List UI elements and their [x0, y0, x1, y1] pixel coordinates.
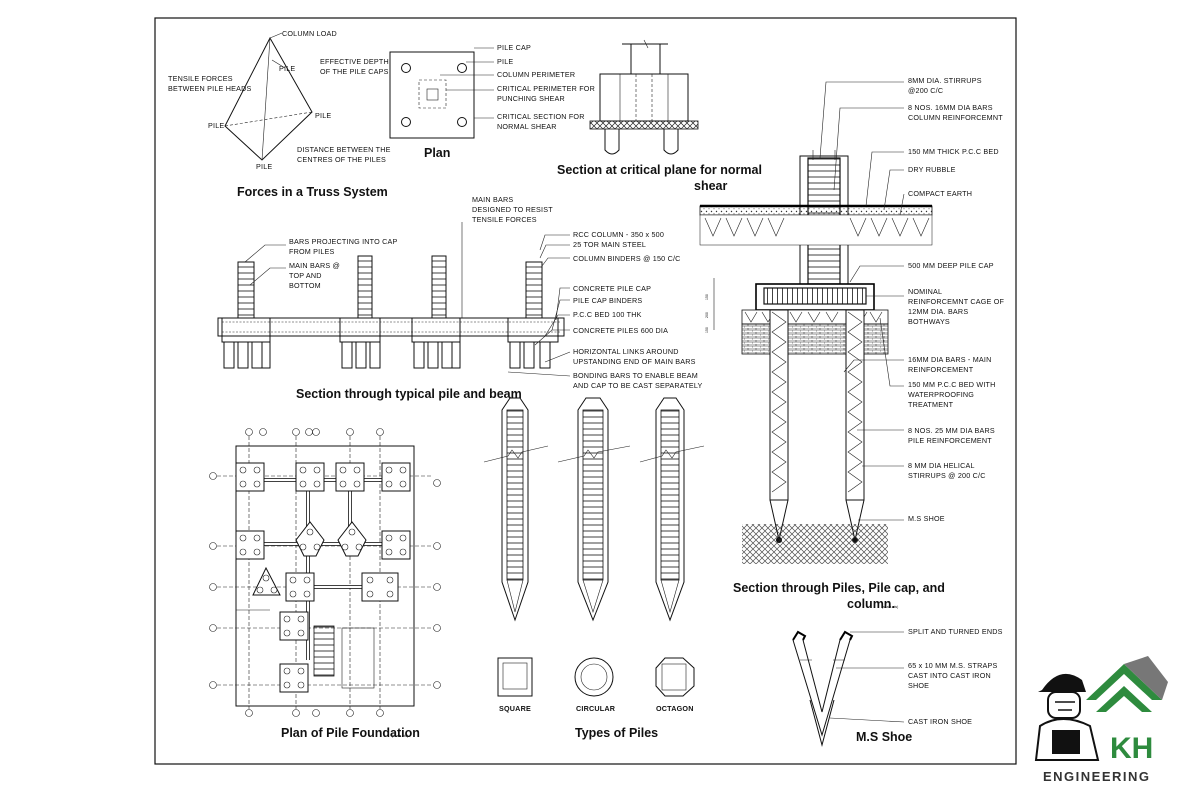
beam-label-tensile: TENSILE FORCES	[472, 215, 537, 224]
truss-label-tensile-2: BETWEEN PILE HEADS	[168, 84, 251, 93]
truss-title: Forces in a Truss System	[237, 185, 388, 199]
beam-label-main-bars: MAIN BARS @	[289, 261, 340, 270]
truss-label-pile-right: PILE	[315, 111, 331, 120]
beam-label-concrete-piles: CONCRETE PILES 600 DIA	[573, 326, 668, 335]
ms-shoe: SPLIT AND TURNED ENDS 65 x 10 MM M.S. ST…	[792, 627, 1003, 747]
ps-label-helical-cc: STIRRUPS @ 200 C/C	[908, 471, 986, 480]
ps-label-stirrups-cc: @200 C/C	[908, 86, 943, 95]
engineer-figure-icon	[1034, 673, 1100, 761]
ps-label-reinforcement: REINFORCEMENT	[908, 365, 974, 374]
beam-label-bars-projecting: BARS PROJECTING INTO CAP	[289, 237, 398, 246]
truss-label-column-load: COLUMN LOAD	[282, 29, 337, 38]
plan-label-punching: PUNCHING SHEAR	[497, 94, 565, 103]
beam-label-rcc-column: RCC COLUMN - 350 x 500	[573, 230, 664, 239]
ps-label-stirrups: 8MM DIA. STIRRUPS	[908, 76, 982, 85]
shoe-title: M.S Shoe	[856, 730, 912, 744]
plan-label-pile-cap: PILE CAP	[497, 43, 531, 52]
dim-150-b: 150	[705, 327, 709, 333]
ps-label-treatment: TREATMENT	[908, 400, 954, 409]
critical-title-2: shear	[694, 179, 727, 193]
beam-label-column-binders: COLUMN BINDERS @ 150 C/C	[573, 254, 681, 263]
ps-label-bothways: BOTHWAYS	[908, 317, 950, 326]
ps-label-column-reinf: COLUMN REINFORCEMNT	[908, 113, 1003, 122]
beam-label-top-and: TOP AND	[289, 271, 322, 280]
pile-type-square: SQUARE	[499, 704, 531, 713]
plan-label-critical-section: CRITICAL SECTION FOR	[497, 112, 585, 121]
truss-label-pile-top: PILE	[279, 64, 295, 73]
beam-label-from-piles: FROM PILES	[289, 247, 335, 256]
beam-label-designed: DESIGNED TO RESIST	[472, 205, 553, 214]
shoe-label-cast-into: CAST INTO CAST IRON	[908, 671, 991, 680]
pile-plan-scale: (scale-nts)	[392, 734, 408, 738]
pile-beam-section: BARS PROJECTING INTO CAP FROM PILES MAIN…	[217, 195, 703, 401]
pile-foundation-plan: Plan of Pile Foundation (scale-nts)	[209, 428, 441, 740]
ps-label-ms-shoe: M.S SHOE	[908, 514, 945, 523]
truss-label-distance-1: DISTANCE BETWEEN THE	[297, 145, 391, 154]
beam-label-pile-cap-binders: PILE CAP BINDERS	[573, 296, 642, 305]
ps-label-cage: REINFORCEMNT CAGE OF	[908, 297, 1005, 306]
truss-label-distance-2: CENTRES OF THE PILES	[297, 155, 386, 164]
sheet-border	[154, 17, 1017, 765]
ps-label-dry-rubble: DRY RUBBLE	[908, 165, 956, 174]
beam-label-bottom: BOTTOM	[289, 281, 321, 290]
shoe-label-shoe: SHOE	[908, 681, 929, 690]
shoe-label-straps: 65 x 10 MM M.S. STRAPS	[908, 661, 997, 670]
shoe-label-split: SPLIT AND TURNED ENDS	[908, 627, 1003, 636]
dim-150-a: 150	[705, 294, 709, 300]
pile-types: SQUARE CIRCULAR OCTAGON Types of Piles	[483, 397, 705, 740]
plan-label-column-perimeter: COLUMN PERIMETER	[497, 70, 575, 79]
plan-title: Plan	[424, 146, 450, 160]
beam-label-concrete-pile-cap: CONCRETE PILE CAP	[573, 284, 651, 293]
ps-label-helical: 8 MM DIA HELICAL	[908, 461, 975, 470]
pile-section-title-2: column.	[847, 597, 895, 611]
plan-label-normal-shear: NORMAL SHEAR	[497, 122, 557, 131]
beam-label-main-steel: 25 TOR MAIN STEEL	[573, 240, 646, 249]
critical-title-1: Section at critical plane for normal	[557, 163, 762, 177]
beam-label-pcc-bed: P.C.C BED 100 THK	[573, 310, 642, 319]
pile-types-title: Types of Piles	[575, 726, 658, 740]
truss-label-pile-bottom: PILE	[256, 162, 272, 171]
ps-label-16mm-bars: 8 NOS. 16MM DIA BARS	[908, 103, 993, 112]
plan-label-pile: PILE	[497, 57, 513, 66]
kh-engineering-logo: KH ENGINEERING	[1034, 656, 1168, 784]
pile-type-octagon: OCTAGON	[656, 704, 694, 713]
truss-label-depth-2: OF THE PILE CAPS	[320, 67, 389, 76]
ps-label-25mm: 8 NOS. 25 MM DIA BARS	[908, 426, 995, 435]
beam-section-title: Section through typical pile and beam	[296, 387, 522, 401]
pile-cap-column-section: 150 200 150 8MM DIA. STIRRUPS @200 C/C 8…	[699, 76, 1005, 611]
dim-200: 200	[705, 312, 709, 318]
truss-label-depth-1: EFFECTIVE DEPTH	[320, 57, 389, 66]
ps-label-500-cap: 500 MM DEEP PILE CAP	[908, 261, 994, 270]
pile-cap-plan: PILE CAP PILE COLUMN PERIMETER CRITICAL …	[389, 43, 595, 160]
beam-label-horizontal-links: HORIZONTAL LINKS AROUND	[573, 347, 679, 356]
ps-label-pcc-150: 150 MM THICK P.C.C BED	[908, 147, 999, 156]
plan-label-critical-perimeter: CRITICAL PERIMETER FOR	[497, 84, 595, 93]
ps-label-pcc-wp: 150 MM P.C.C BED WITH	[908, 380, 996, 389]
ps-label-pile-reinf: PILE REINFORCEMENT	[908, 436, 992, 445]
beam-label-upstanding: UPSTANDING END OF MAIN BARS	[573, 357, 696, 366]
critical-plane-section: Section at critical plane for normal she…	[557, 39, 762, 193]
truss-label-pile-left: PILE	[208, 121, 224, 130]
beam-label-cast-separately: AND CAP TO BE CAST SEPARATELY	[573, 381, 703, 390]
building-chevron-icon	[1086, 656, 1168, 712]
ps-label-compact-earth: COMPACT EARTH	[908, 189, 972, 198]
beam-label-main-bars-top: MAIN BARS	[472, 195, 513, 204]
ps-label-12mm: 12MM DIA. BARS	[908, 307, 968, 316]
pile-section-scale: (scale-nts)	[882, 605, 898, 609]
ps-label-waterproofing: WATERPROOFING	[908, 390, 974, 399]
pile-section-title-1: Section through Piles, Pile cap, and	[733, 581, 945, 595]
pile-type-circular: CIRCULAR	[576, 704, 616, 713]
ps-label-nominal: NOMINAL	[908, 287, 942, 296]
truss-label-tensile-1: TENSILE FORCES	[168, 74, 233, 83]
logo-word: ENGINEERING	[1043, 769, 1151, 784]
pile-plan-title: Plan of Pile Foundation	[281, 726, 420, 740]
ps-label-16mm-main: 16MM DIA BARS - MAIN	[908, 355, 991, 364]
truss-diagram: COLUMN LOAD TENSILE FORCES BETWEEN PILE …	[168, 29, 391, 199]
shoe-label-cast-iron: CAST IRON SHOE	[908, 717, 972, 726]
beam-label-bonding-bars: BONDING BARS TO ENABLE BEAM	[573, 371, 698, 380]
logo-initials: KH	[1110, 732, 1153, 765]
